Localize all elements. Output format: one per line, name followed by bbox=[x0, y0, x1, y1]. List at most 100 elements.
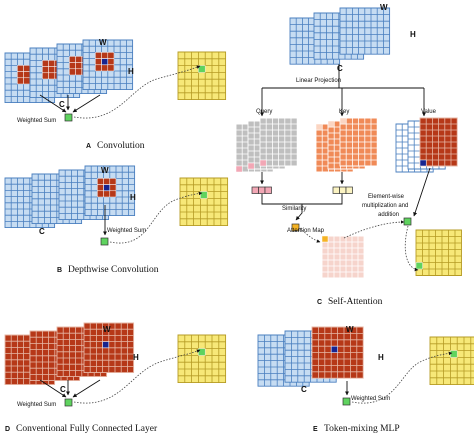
c-key-map-3 bbox=[339, 117, 378, 167]
b-output-map-bg bbox=[179, 177, 229, 227]
c-query-cell-3 bbox=[259, 159, 267, 167]
b-output-map-cell bbox=[200, 191, 208, 199]
c-value-cell bbox=[419, 159, 427, 167]
c-key-vector-3 bbox=[345, 186, 353, 194]
c-attention-to-mult bbox=[343, 220, 405, 239]
c-w-label: W bbox=[380, 3, 388, 12]
a-kernel-window-1-1 bbox=[17, 71, 24, 79]
b-w-label: W bbox=[101, 166, 109, 175]
a-kernel-window-2-0 bbox=[42, 60, 49, 67]
a-dashed-link bbox=[73, 65, 201, 119]
d-c-label: C bbox=[60, 385, 66, 394]
a-kernel-window-1-2 bbox=[17, 77, 24, 85]
value-label: Value bbox=[421, 109, 437, 115]
attention-map-label: Attention Map bbox=[287, 228, 325, 234]
d-panel-letter: D bbox=[5, 426, 10, 433]
panel-b-depthwise-convolution bbox=[4, 165, 229, 246]
c-query-vector-2 bbox=[258, 186, 266, 194]
c-mult-cell bbox=[403, 217, 412, 226]
c-query-cell-2 bbox=[247, 162, 255, 170]
c-attention-map-bg bbox=[321, 235, 365, 279]
d-weighted-sum-label: Weighted Sum bbox=[17, 402, 56, 408]
a-kernel-window-4-2 bbox=[95, 64, 102, 72]
elementwise-label-3: addition bbox=[378, 212, 399, 218]
d-output-map bbox=[177, 334, 227, 384]
a-arrow-1 bbox=[39, 94, 67, 113]
d-arrow-3 bbox=[72, 379, 101, 398]
a-kernel-window-3-0 bbox=[69, 56, 76, 63]
b-kernel-window-7 bbox=[109, 184, 117, 192]
d-w-label: W bbox=[103, 325, 111, 334]
a-caption: Convolution bbox=[97, 141, 145, 151]
e-h-label: H bbox=[378, 353, 384, 362]
c-value-arrow bbox=[413, 167, 431, 217]
a-arrow-3 bbox=[72, 94, 101, 113]
c-output-map bbox=[415, 229, 462, 276]
panel-c-self-attention bbox=[235, 7, 462, 279]
d-caption: Conventional Fully Connected Layer bbox=[16, 424, 158, 434]
d-h-label: H bbox=[133, 353, 139, 362]
c-attention-cell bbox=[321, 235, 329, 243]
b-dashed-link bbox=[109, 191, 203, 244]
c-input-map-3 bbox=[339, 7, 391, 55]
c-key-cell-3 bbox=[339, 117, 347, 125]
d-arrow-1 bbox=[39, 379, 67, 398]
c-query-cell-1 bbox=[235, 165, 243, 173]
c-value-map-3-gridlines bbox=[420, 118, 458, 166]
d-output-map-bg bbox=[177, 334, 227, 384]
key-label: Key bbox=[339, 109, 349, 115]
a-kernel-window-2-4 bbox=[48, 66, 56, 74]
b-kernel-window-3 bbox=[103, 178, 111, 185]
e-output-map-cell bbox=[450, 350, 458, 358]
a-kernel-window-4-5 bbox=[101, 64, 109, 72]
e-output-cell bbox=[342, 397, 351, 406]
d-center-cell bbox=[102, 341, 110, 349]
e-output-map-bg bbox=[429, 336, 474, 386]
c-value-map-3 bbox=[419, 117, 458, 167]
a-panel-letter: A bbox=[86, 143, 91, 150]
a-kernel-window-3-4 bbox=[75, 62, 83, 70]
a-kernel-window-1-0 bbox=[17, 65, 24, 72]
b-kernel-window-6 bbox=[109, 178, 117, 185]
c-similarity-cell bbox=[291, 223, 300, 232]
a-kernel-window-1-4 bbox=[23, 71, 31, 79]
b-output-map bbox=[179, 177, 229, 227]
c-query-map-3 bbox=[259, 117, 298, 167]
c-c-label: C bbox=[337, 64, 343, 73]
c-output-map-bg bbox=[415, 229, 462, 276]
c-input-map-3-gridlines bbox=[340, 8, 390, 55]
e-center-cell bbox=[330, 345, 338, 353]
b-kernel-window-1 bbox=[97, 184, 104, 192]
a-c-label: C bbox=[59, 100, 65, 109]
d-dashed-link bbox=[73, 349, 201, 404]
e-caption: Token-mixing MLP bbox=[324, 424, 400, 434]
d-output-map-cell bbox=[198, 348, 206, 356]
a-kernel-window-4-3 bbox=[101, 52, 109, 59]
panel-a-convolution bbox=[4, 39, 227, 122]
a-kernel-window-1-5 bbox=[23, 77, 31, 85]
a-kernel-window-4-1 bbox=[95, 58, 102, 66]
c-h-label: H bbox=[410, 30, 416, 39]
a-kernel-window-2-1 bbox=[42, 66, 49, 74]
c-key-cell-1 bbox=[315, 123, 323, 131]
c-output-map-gridlines bbox=[416, 230, 462, 276]
a-output-map bbox=[177, 51, 227, 101]
a-kernel-window-4-0 bbox=[95, 52, 102, 59]
c-query-map-3-gridlines bbox=[260, 118, 298, 166]
a-kernel-window-4-8 bbox=[107, 64, 115, 72]
query-label: Query bbox=[256, 109, 272, 115]
a-kernel-window-2-3 bbox=[48, 60, 56, 67]
b-caption: Depthwise Convolution bbox=[68, 265, 159, 275]
a-kernel-window-3-1 bbox=[69, 62, 76, 70]
a-kernel-window-4-7 bbox=[107, 58, 115, 66]
c-caption: Self-Attention bbox=[328, 296, 383, 307]
e-w-label: W bbox=[346, 325, 354, 334]
a-weighted-sum-label: Weighted Sum bbox=[17, 118, 56, 124]
e-c-label: C bbox=[301, 385, 307, 394]
a-w-label: W bbox=[99, 38, 107, 47]
a-kernel-window-1-3 bbox=[23, 65, 31, 72]
c-panel-letter: C bbox=[317, 299, 322, 306]
e-output-map bbox=[429, 336, 474, 386]
c-similarity-join bbox=[261, 194, 343, 205]
